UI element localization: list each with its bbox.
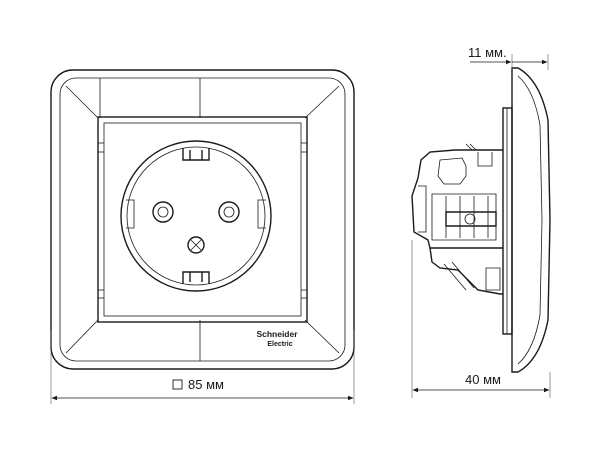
outer-frame xyxy=(50,69,355,370)
outer-frame-inner-edge xyxy=(59,77,346,362)
pin-hole-left xyxy=(152,201,174,223)
recess-side-guides xyxy=(126,199,266,229)
side-frame-profile xyxy=(511,67,551,373)
front-view: Schneider Electric xyxy=(50,69,355,370)
side-front-plate xyxy=(502,107,513,335)
plate-marks xyxy=(98,142,307,299)
side-mechanism xyxy=(411,143,503,295)
earth-clip-bottom xyxy=(182,271,210,284)
protrusion-dimension: 11 мм. xyxy=(468,45,549,70)
square-symbol-icon xyxy=(172,379,183,390)
brand-logo-line2: Electric xyxy=(267,341,292,348)
depth-dimension: 40 мм xyxy=(411,240,551,398)
side-view xyxy=(411,67,551,373)
socket-recess-inner xyxy=(126,146,266,286)
front-width-dimension: 85 мм xyxy=(50,330,355,404)
inner-plate-border xyxy=(103,122,302,317)
socket-recess-outer xyxy=(120,140,272,292)
pin-hole-right xyxy=(218,201,240,223)
front-width-label: 85 мм xyxy=(188,377,224,392)
frame-bevel-lines xyxy=(65,78,340,361)
brand-logo-line1: Schneider xyxy=(256,329,298,339)
fixing-screw-icon xyxy=(187,236,205,254)
depth-label: 40 мм xyxy=(465,372,501,387)
protrusion-label: 11 мм. xyxy=(468,45,507,60)
earth-clip-top xyxy=(182,148,210,161)
inner-plate xyxy=(97,116,308,323)
